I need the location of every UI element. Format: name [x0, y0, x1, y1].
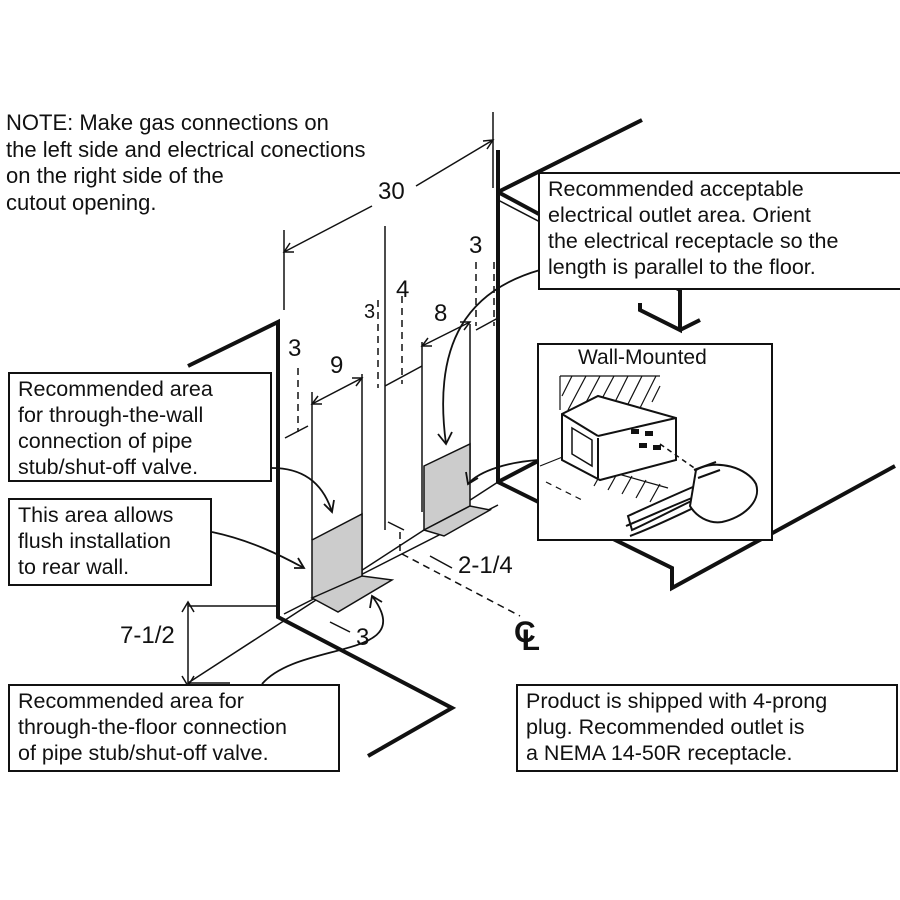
electrical-area	[422, 442, 493, 537]
dim-center-gap-right: 4	[396, 276, 410, 303]
plug-icon	[625, 461, 759, 537]
dim-overall-width: 30	[378, 178, 405, 205]
dim-electrical-side-offset: 3	[469, 232, 483, 259]
callout-wall-connection: Recommended area for through-the-wall co…	[8, 372, 272, 482]
dim-center-gap-left: 3	[364, 301, 376, 323]
gas-area	[310, 512, 395, 613]
gas-electrical-note: NOTE: Make gas connections on the left s…	[6, 110, 366, 215]
dim-electrical-floor-offset: 2-1/4	[458, 552, 513, 579]
centerline-l: L	[521, 624, 540, 657]
dimension-arrows	[181, 139, 499, 688]
centerline-symbol: CL	[514, 616, 540, 657]
dim-gas-area-width: 9	[330, 352, 344, 379]
callout-plug-info: Product is shipped with 4-prong plug. Re…	[516, 684, 898, 772]
wall-mounted-title: Wall-Mounted	[578, 346, 707, 369]
callout-outlet-area: Recommended acceptable electrical outlet…	[538, 172, 900, 290]
dim-floor-offset: 3	[356, 624, 370, 651]
cabinet-outline	[187, 118, 896, 758]
dim-gas-side-offset: 3	[288, 335, 302, 362]
dim-floor-depth: 7-1/2	[120, 622, 175, 649]
callout-flush-installation: This area allows flush installation to r…	[8, 498, 212, 586]
dim-electrical-area-width: 8	[434, 300, 448, 327]
outlet-box	[561, 394, 701, 482]
centerline-c: C	[514, 616, 536, 649]
callout-floor-connection: Recommended area for through-the-floor c…	[8, 684, 340, 772]
wall-mounted-inset	[537, 343, 773, 541]
leader-lines	[211, 269, 541, 685]
